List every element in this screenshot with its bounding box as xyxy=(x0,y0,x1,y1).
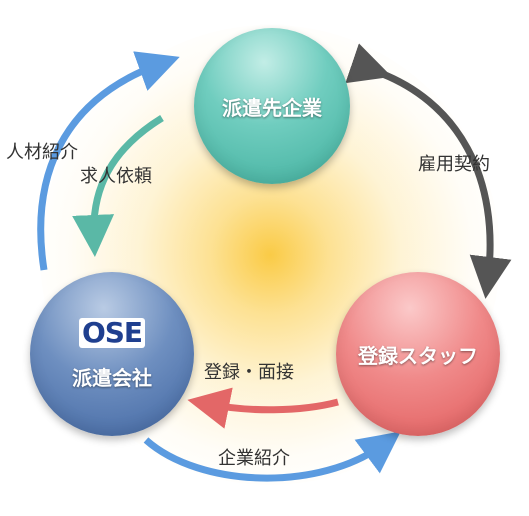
node-dispatch-label: 派遣会社 xyxy=(72,365,152,390)
label-jinzai-shokai: 人材紹介 xyxy=(6,142,78,163)
label-kyujin-irai: 求人依頼 xyxy=(80,166,152,187)
label-kigyo-shokai: 企業紹介 xyxy=(218,448,290,469)
ose-logo-text: OSE xyxy=(78,317,146,348)
node-client-label: 派遣先企業 xyxy=(222,95,322,120)
node-client-company: 派遣先企業 xyxy=(194,28,350,184)
arrow-toroku-mensetsu xyxy=(187,387,339,429)
node-staff-label: 登録スタッフ xyxy=(358,343,478,368)
arrow-kigyo-shokai xyxy=(143,431,401,482)
ose-logo: OSE xyxy=(78,317,146,348)
label-toroku-mensetsu: 登録・面接 xyxy=(204,362,294,383)
arrow-koyo-keiyaku xyxy=(345,43,512,299)
arrow-kyujin-irai xyxy=(72,115,164,257)
label-koyo-keiyaku: 雇用契約 xyxy=(418,154,490,175)
arrow-jinzai-shokai xyxy=(37,51,180,271)
node-dispatch-company: OSE 派遣会社 xyxy=(30,272,194,436)
node-registered-staff: 登録スタッフ xyxy=(336,272,500,436)
